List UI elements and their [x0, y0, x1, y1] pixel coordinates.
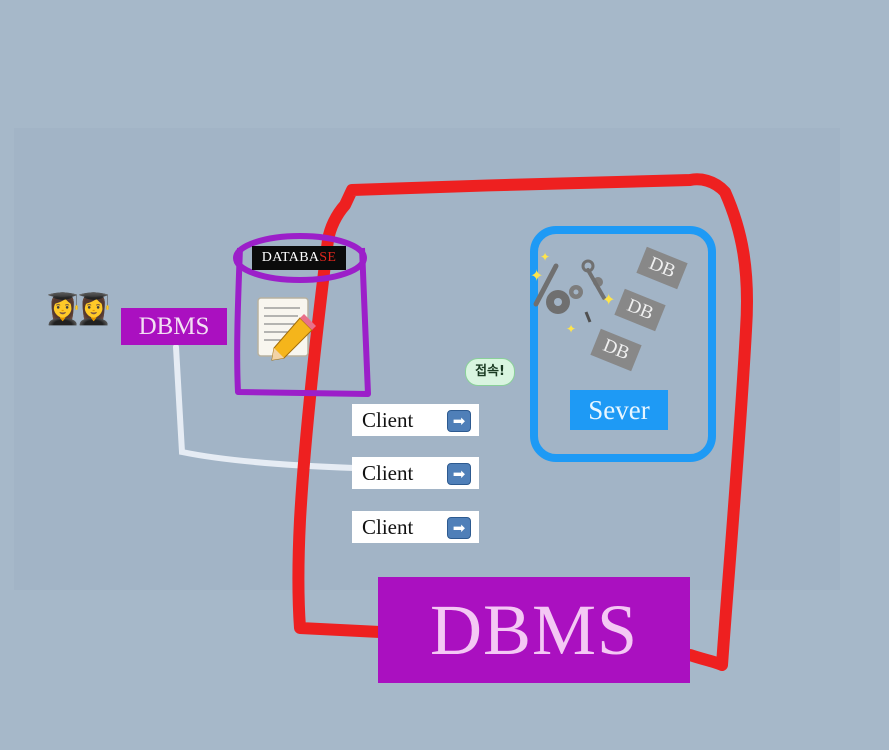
users-icon: 👩‍🎓👩‍🎓	[44, 292, 113, 327]
dbms-big-box	[378, 577, 690, 683]
database-label-tail: SE	[319, 250, 337, 265]
memo-icon	[257, 297, 316, 361]
client-label: Client	[362, 461, 414, 485]
client-label: Client	[362, 515, 414, 539]
dbms-big-label: DBMS	[429, 590, 639, 670]
server-label-box	[570, 390, 668, 430]
database-label: DATABASE	[252, 246, 346, 270]
connect-speech-bubble: 접속!	[465, 358, 515, 386]
client-box-2: Client ➡	[352, 457, 479, 489]
right-arrow-icon: ➡	[447, 410, 471, 432]
client-box-1: Client ➡	[352, 404, 479, 436]
server-label: Sever	[588, 395, 650, 425]
database-outline	[234, 247, 371, 397]
sparkle-icon: ✦	[602, 290, 616, 309]
dbms-small-box	[121, 308, 227, 345]
client-box-3: Client ➡	[352, 511, 479, 543]
right-arrow-icon: ➡	[447, 463, 471, 485]
gears-icon	[533, 259, 606, 323]
connector-line	[173, 344, 357, 471]
sparkle-icon: ✦	[566, 322, 577, 336]
client-label: Client	[362, 408, 414, 432]
dbms-boundary-outline	[292, 173, 754, 671]
sparkle-icon: ✦	[540, 250, 551, 264]
sparkle-icon: ✦	[530, 266, 544, 285]
server-box	[530, 226, 716, 462]
database-top-ellipse	[233, 233, 367, 283]
dbms-small-label: DBMS	[138, 313, 210, 340]
right-arrow-icon: ➡	[447, 517, 471, 539]
database-label-main: DATABA	[261, 250, 320, 265]
